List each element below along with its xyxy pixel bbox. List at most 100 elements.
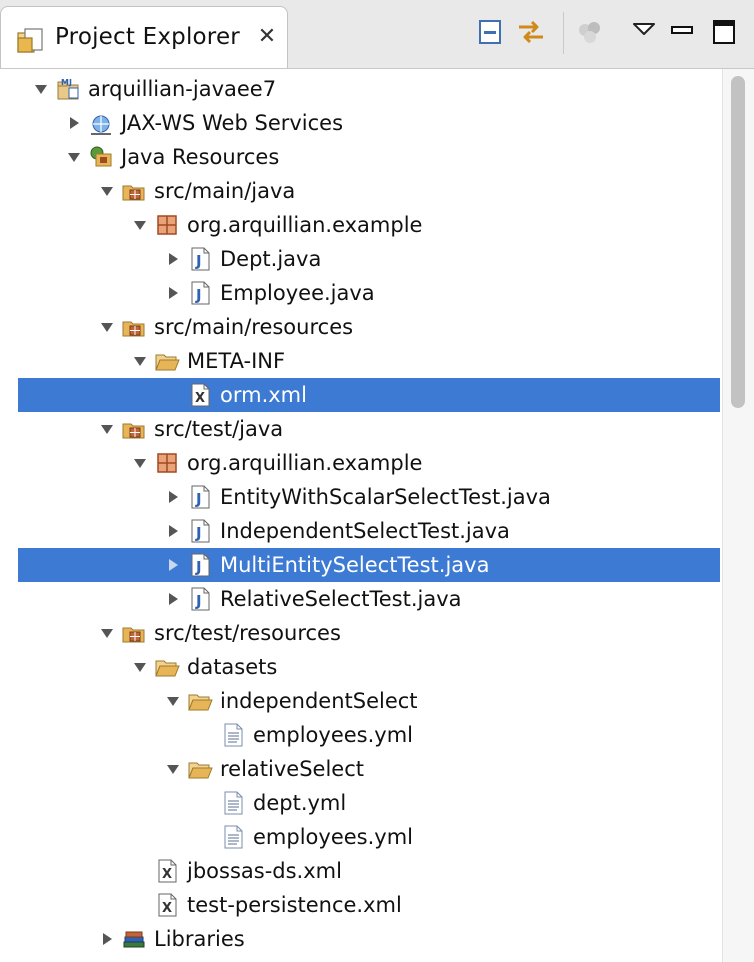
libraries-icon xyxy=(123,931,145,948)
tree-item-label: EntityWithScalarSelectTest.java xyxy=(220,485,551,509)
tree-item[interactable]: org.arquillian.example xyxy=(0,446,722,480)
tree-item[interactable]: employees.yml xyxy=(0,718,722,752)
expand-arrow-icon[interactable] xyxy=(132,217,148,233)
tree-item-label: src/test/java xyxy=(154,417,284,441)
tree-item[interactable]: src/main/resources xyxy=(0,310,722,344)
collapse-arrow-icon[interactable] xyxy=(66,115,82,131)
svg-text:J: J xyxy=(195,558,202,576)
tree-item[interactable]: J MultiEntitySelectTest.java xyxy=(18,548,720,582)
tree-item-label: IndependentSelectTest.java xyxy=(220,519,510,543)
tree-item[interactable]: relativeSelect xyxy=(0,752,722,786)
java-file-icon: J xyxy=(191,587,210,611)
tree-item[interactable]: src/test/resources xyxy=(0,616,722,650)
tree-item-label: arquillian-javaee7 xyxy=(88,77,277,101)
java-file-icon: J xyxy=(191,247,210,271)
tree-item[interactable]: J Dept.java xyxy=(0,242,722,276)
collapse-arrow-icon[interactable] xyxy=(165,557,181,573)
collapse-arrow-icon[interactable] xyxy=(165,285,181,301)
folder-open-icon xyxy=(155,660,180,677)
collapse-arrow-icon[interactable] xyxy=(165,591,181,607)
tree-item-label: src/test/resources xyxy=(154,621,341,645)
close-icon[interactable]: ✕ xyxy=(257,24,277,49)
minimize-icon[interactable] xyxy=(666,16,698,48)
java-resources-icon xyxy=(90,146,112,167)
svg-text:J: J xyxy=(195,490,202,508)
tree-item[interactable]: META-INF xyxy=(0,344,722,378)
folder-open-icon xyxy=(188,762,213,779)
collapse-arrow-icon[interactable] xyxy=(99,931,115,947)
tree-item-label: JAX-WS Web Services xyxy=(121,111,344,135)
source-folder-icon xyxy=(122,423,145,439)
tree-item[interactable]: Java Resources xyxy=(0,140,722,174)
tree-item[interactable]: MJ arquillian-javaee7 xyxy=(0,72,722,106)
view-menu-icon[interactable] xyxy=(628,16,660,48)
link-with-editor-icon[interactable] xyxy=(515,16,547,48)
xml-file-icon: X xyxy=(158,893,177,917)
tree-item-label: employees.yml xyxy=(253,723,413,747)
project-explorer-tab[interactable]: Project Explorer ✕ xyxy=(0,6,288,68)
tree-item-label: jbossas-ds.xml xyxy=(187,859,342,883)
expand-arrow-icon[interactable] xyxy=(99,319,115,335)
source-folder-icon xyxy=(122,321,145,337)
collapse-all-icon[interactable] xyxy=(474,16,506,48)
expand-arrow-icon[interactable] xyxy=(33,81,49,97)
tree-item-label: Dept.java xyxy=(220,247,322,271)
tree-item[interactable]: employees.yml xyxy=(0,820,722,854)
svg-text:X: X xyxy=(195,391,205,406)
java-file-icon: J xyxy=(191,281,210,305)
expand-arrow-icon[interactable] xyxy=(66,149,82,165)
package-icon xyxy=(157,215,177,235)
tree-item[interactable]: src/test/java xyxy=(0,412,722,446)
source-folder-icon xyxy=(122,627,145,643)
tree-item[interactable]: J IndependentSelectTest.java xyxy=(0,514,722,548)
tree-item-label: dept.yml xyxy=(253,791,347,815)
xml-file-icon: X xyxy=(158,859,177,883)
java-file-icon: J xyxy=(191,485,210,509)
tree-item[interactable]: independentSelect xyxy=(0,684,722,718)
web-services-icon xyxy=(91,115,111,135)
tree-item[interactable]: datasets xyxy=(0,650,722,684)
tree-item[interactable]: Libraries xyxy=(0,922,722,956)
expand-arrow-icon[interactable] xyxy=(99,625,115,641)
collapse-arrow-icon[interactable] xyxy=(165,251,181,267)
focus-icon[interactable] xyxy=(574,16,606,48)
toolbar-separator xyxy=(563,12,564,54)
tree-item[interactable]: J Employee.java xyxy=(0,276,722,310)
collapse-arrow-icon[interactable] xyxy=(165,523,181,539)
svg-text:MJ: MJ xyxy=(61,78,72,87)
text-file-icon xyxy=(224,825,243,849)
tree-item-label: employees.yml xyxy=(253,825,413,849)
tree-item-label: org.arquillian.example xyxy=(187,451,423,475)
xml-file-icon: X xyxy=(191,383,210,407)
svg-text:J: J xyxy=(195,524,202,542)
tree-item[interactable]: JAX-WS Web Services xyxy=(0,106,722,140)
collapse-arrow-icon[interactable] xyxy=(165,489,181,505)
expand-arrow-icon[interactable] xyxy=(165,693,181,709)
tree-item-label: MultiEntitySelectTest.java xyxy=(220,553,490,577)
svg-text:J: J xyxy=(195,592,202,610)
svg-text:J: J xyxy=(195,252,202,270)
tree-item[interactable]: src/main/java xyxy=(0,174,722,208)
scrollbar-thumb[interactable] xyxy=(731,76,745,408)
expand-arrow-icon[interactable] xyxy=(165,761,181,777)
view-title: Project Explorer xyxy=(55,24,240,50)
expand-arrow-icon[interactable] xyxy=(99,421,115,437)
tree-item[interactable]: org.arquillian.example xyxy=(0,208,722,242)
maximize-icon[interactable] xyxy=(708,16,740,48)
tree-item[interactable]: J EntityWithScalarSelectTest.java xyxy=(0,480,722,514)
svg-text:J: J xyxy=(195,286,202,304)
tree-item-label: Java Resources xyxy=(121,145,280,169)
expand-arrow-icon[interactable] xyxy=(132,353,148,369)
tree-item-label: Libraries xyxy=(154,927,245,951)
expand-arrow-icon[interactable] xyxy=(132,659,148,675)
tree-item[interactable]: dept.yml xyxy=(0,786,722,820)
expand-arrow-icon[interactable] xyxy=(99,183,115,199)
expand-arrow-icon[interactable] xyxy=(132,455,148,471)
tree-item-label: Employee.java xyxy=(220,281,375,305)
